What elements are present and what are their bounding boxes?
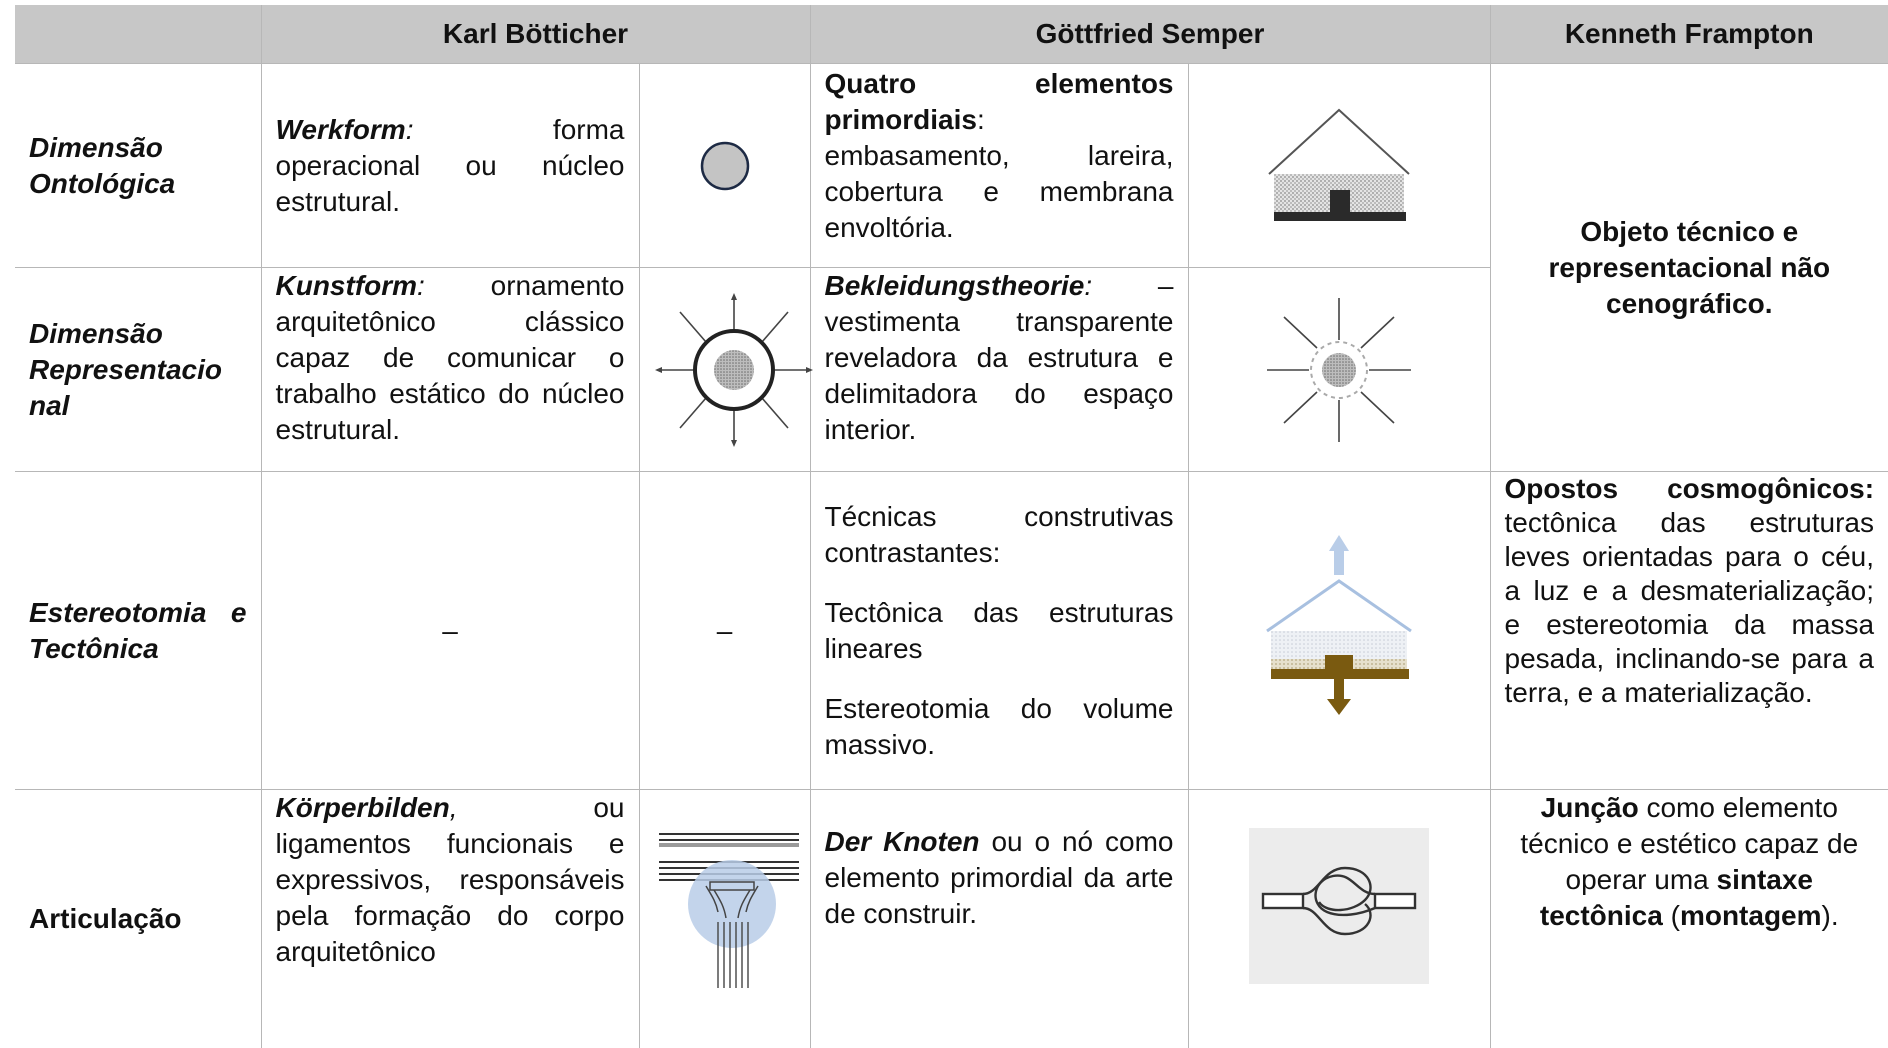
semper-para-2: Tectônica das estruturas lineares <box>824 596 1174 664</box>
term-juncao: Junção <box>1540 792 1639 823</box>
house-section-icon <box>1268 108 1410 221</box>
comparison-table: Karl Bötticher Göttfried Semper Kenneth … <box>15 5 1888 1048</box>
term-werkform: Werkform <box>275 113 406 145</box>
header-blank <box>15 5 262 64</box>
colon: : <box>417 270 425 301</box>
row-label-ontologica: Dimensão Ontológica <box>15 63 262 268</box>
radiating-dashed-core-icon <box>1267 297 1411 442</box>
header-frampton: Kenneth Frampton <box>1489 5 1888 64</box>
radiating-core-icon <box>654 292 813 447</box>
semper-para-3: Estereotomia do volume massivo. <box>824 692 1174 760</box>
row-label-articulacao: Articulação <box>15 789 262 1048</box>
row-label-estereotomia: Estereotomia e Tectônica <box>15 471 262 790</box>
row-articulacao: Articulação Körperbilden, ou ligamentos … <box>15 789 1888 1048</box>
colon: : <box>405 113 414 145</box>
cell-frampton-merged: Objeto técnico e representacional não ce… <box>1489 63 1888 472</box>
cell-frampton-articulacao: Junção como elemento técnico e estético … <box>1489 789 1888 1048</box>
cell-icon-semper-representacional <box>1187 267 1491 472</box>
row-label-representacional: Dimensão Representacio nal <box>15 267 262 472</box>
cell-icon-semper-ontologica <box>1187 63 1491 268</box>
term-korperbilden: Körperbilden <box>275 792 450 823</box>
cell-frampton-estereotomia: Opostos cosmogônicos: tectônica das estr… <box>1489 471 1888 790</box>
text-opostos: tectônica das estruturas leves orientada… <box>1504 507 1875 708</box>
text-der-knoten: ou o nó como elemento primordial da arte… <box>824 826 1174 929</box>
cell-semper-estereotomia: Técnicas construtivas contrastantes: Tec… <box>809 471 1189 790</box>
text-juncao-1: como elemento técnico e estético capaz d… <box>1520 792 1859 895</box>
cell-icon-botticher-estereotomia: – <box>638 471 811 790</box>
cell-botticher-estereotomia: – <box>260 471 640 790</box>
cell-icon-botticher-articulacao <box>638 789 811 1048</box>
cell-botticher-representacional: Kunstform: ornamento arquitetônico cláss… <box>260 267 640 472</box>
cell-semper-ontologica: Quatro elementos primordiais: embasament… <box>809 63 1189 268</box>
row-estereotomia: Estereotomia e Tectônica – – Técnicas co… <box>15 471 1888 790</box>
term-opostos: Opostos cosmogônicos: <box>1504 473 1875 504</box>
text-korperbilden: ou ligamentos funcionais e expressivos, … <box>275 792 625 967</box>
cell-botticher-articulacao: Körperbilden, ou ligamentos funcionais e… <box>260 789 640 1048</box>
header-botticher: Karl Bötticher <box>260 5 811 64</box>
text-juncao-3: ). <box>1821 900 1839 931</box>
cell-icon-botticher-ontologica <box>638 63 811 268</box>
cell-semper-representacional: Bekleidungstheorie: – vestimenta transpa… <box>809 267 1189 472</box>
up-down-house-icon <box>1266 534 1412 715</box>
semper-para-1: Técnicas construtivas contrastantes: <box>824 500 1174 568</box>
grey-circle-icon <box>700 141 749 190</box>
cell-botticher-ontologica: Werkform: forma operacional ou núcleo es… <box>260 63 640 268</box>
cell-semper-articulacao: Der Knoten ou o nó como elemento primord… <box>809 789 1189 1048</box>
term-sintaxe: sintaxe tectônica <box>1539 864 1813 931</box>
header-semper: Göttfried Semper <box>809 5 1491 64</box>
cell-icon-botticher-representacional <box>638 267 813 472</box>
term-quatro-elementos: Quatro elementos primordiais <box>824 68 1174 135</box>
term-bekleidungstheorie: Bekleidungstheorie <box>824 270 1085 301</box>
comma: , <box>449 792 458 823</box>
term-der-knoten: Der Knoten <box>824 826 980 857</box>
colon: : <box>1084 270 1093 301</box>
text-kunstform: ornamento arquitetônico clássico capaz d… <box>275 270 625 445</box>
corinthian-capital-icon <box>658 833 799 988</box>
text-werkform: forma operacional ou núcleo estrutural. <box>275 113 625 217</box>
text-juncao-2: ( <box>1662 900 1680 931</box>
knot-icon <box>1249 828 1429 984</box>
text-bekleidungstheorie: – vestimenta transparente reveladora da … <box>824 270 1174 445</box>
row-ontologica: Dimensão Ontológica Werkform: forma oper… <box>15 63 1888 472</box>
text-quatro-elementos: : embasamento, lareira, cobertura e memb… <box>824 104 1174 243</box>
term-montagem: montagem <box>1679 900 1822 931</box>
header-row: Karl Bötticher Göttfried Semper Kenneth … <box>15 5 1888 64</box>
cell-icon-semper-articulacao <box>1187 789 1491 1048</box>
cell-icon-semper-estereotomia <box>1187 471 1491 790</box>
row-representacional: Dimensão Representacio nal Kunstform: or… <box>15 267 1888 472</box>
term-kunstform: Kunstform <box>275 270 418 301</box>
